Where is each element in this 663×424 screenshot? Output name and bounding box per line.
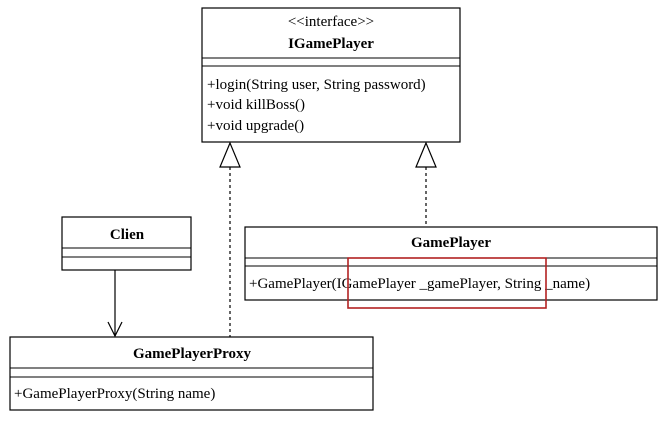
realization-gameplayer-to-interface <box>415 141 437 226</box>
gameplayer-name: GamePlayer <box>411 235 491 251</box>
proxy-name: GamePlayerProxy <box>133 346 252 362</box>
realization-arrowhead-proxy <box>219 141 241 168</box>
association-client-to-proxy <box>107 270 123 338</box>
interface-stereotype: <<interface>> <box>288 14 374 30</box>
gameplayer-box <box>244 226 658 301</box>
interface-method-killboss: +void killBoss() <box>207 97 305 113</box>
gameplayer-constructor: +GamePlayer(IGamePlayer _gamePlayer, Str… <box>249 276 590 292</box>
client-name: Clien <box>110 227 145 243</box>
proxy-box <box>9 336 374 411</box>
highlight-box <box>347 257 547 309</box>
client-box <box>61 216 192 271</box>
realization-arrowhead-gameplayer <box>415 141 437 168</box>
class-gameplayer[interactable]: GamePlayer +GamePlayer(IGamePlayer _game… <box>244 226 658 301</box>
class-gameplayerproxy[interactable]: GamePlayerProxy +GamePlayerProxy(String … <box>9 336 374 411</box>
interface-method-upgrade: +void upgrade() <box>207 118 304 134</box>
interface-method-login: +login(String user, String password) <box>207 77 426 93</box>
association-arrowhead <box>107 321 123 338</box>
interface-name: IGamePlayer <box>288 36 374 52</box>
class-client[interactable]: Clien <box>61 216 192 271</box>
interface-box <box>201 7 461 143</box>
proxy-constructor: +GamePlayerProxy(String name) <box>14 386 215 402</box>
realization-proxy-to-interface <box>219 141 241 337</box>
interface-igameplayer[interactable]: <<interface>> IGamePlayer +login(String … <box>201 7 461 143</box>
